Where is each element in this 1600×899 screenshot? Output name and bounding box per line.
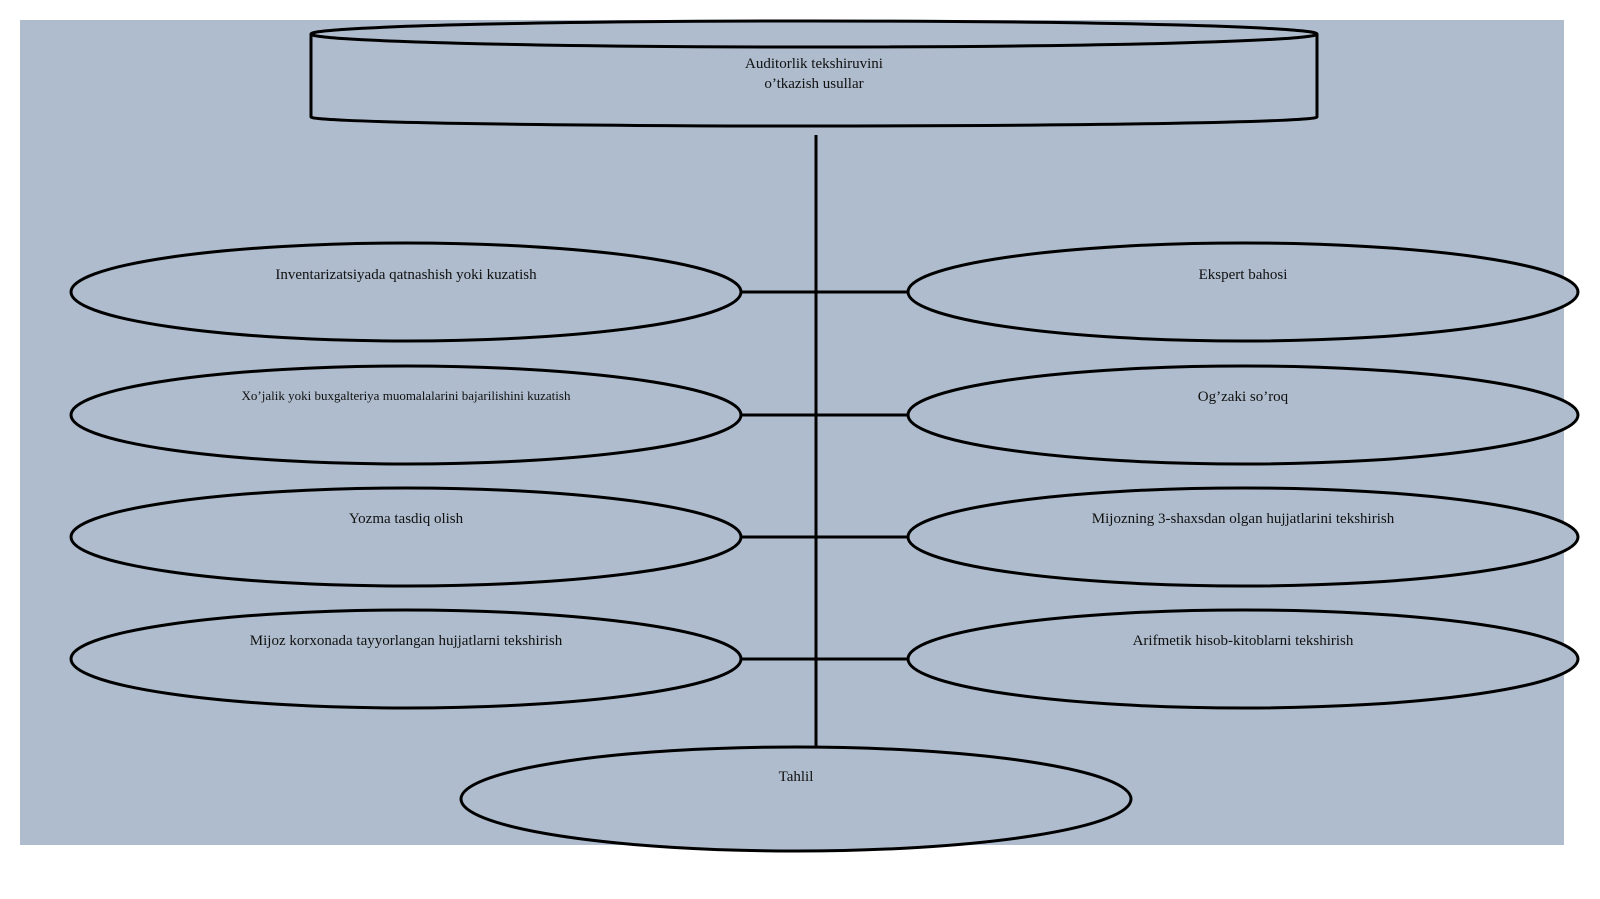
root-label-line-1: Auditorlik tekshiruvini	[745, 56, 883, 72]
right-node-3-shape	[906, 486, 1580, 588]
left-node-2-shape	[69, 364, 743, 466]
right-node-1-label: Ekspert bahosi	[1198, 267, 1288, 283]
left-node-1-label: Inventarizatsiyada qatnashish yoki kuzat…	[275, 267, 537, 283]
right-node-2-label: Og’zaki so’roq	[1197, 389, 1289, 405]
left-node-3-shape	[69, 486, 743, 588]
right-node-4-shape	[906, 608, 1580, 710]
left-node-2-label: Xo’jalik yoki buxgalteriya muomalalarini…	[241, 388, 571, 403]
right-node-1-shape	[906, 241, 1580, 343]
root-node-top	[309, 19, 1319, 49]
right-node-3-label: Mijozning 3-shaxsdan olgan hujjatlarini …	[1091, 511, 1395, 527]
root-node-label: Auditorlik tekshiruvini o’tkazish usulla…	[614, 54, 1014, 94]
left-node-3-label: Yozma tasdiq olish	[348, 511, 464, 527]
root-node-body	[309, 34, 1319, 128]
right-node-2-shape	[906, 364, 1580, 466]
bottom-node-shape	[459, 745, 1133, 853]
right-node-4-label: Arifmetik hisob-kitoblarni tekshirish	[1132, 633, 1354, 649]
root-node	[309, 19, 1319, 128]
bottom-node-label: Tahlil	[778, 769, 814, 785]
root-label-line-2: o’tkazish usullar	[764, 76, 864, 92]
left-node-4-shape	[69, 608, 743, 710]
left-node-4-label: Mijoz korxonada tayyorlangan hujjatlarni…	[249, 633, 563, 649]
left-node-1-shape	[69, 241, 743, 343]
